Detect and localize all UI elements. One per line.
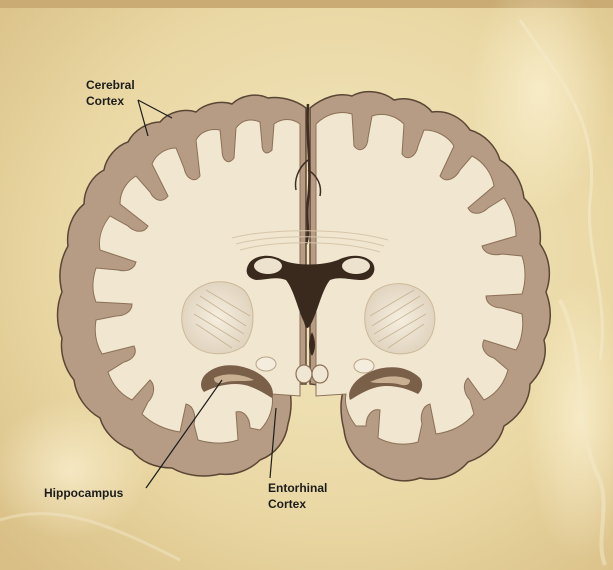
entorhinal-cortex-label-line-1: Entorhinal <box>268 481 327 495</box>
entorhinal-cortex-label-line-2: Cortex <box>268 497 306 511</box>
left-ventricle-lumen <box>254 258 282 274</box>
right-basal-ganglia <box>365 284 435 354</box>
cerebral-cortex-label-line-1: Cerebral <box>86 78 135 92</box>
right-ventricle-lumen <box>342 258 370 274</box>
left-basal-ganglia <box>182 282 253 354</box>
left-amygdala-highlight <box>256 357 276 371</box>
right-amygdala-highlight <box>354 359 374 373</box>
hippocampus-label: Hippocampus <box>44 486 124 500</box>
cerebral-cortex-label-line-2: Cortex <box>86 94 124 108</box>
